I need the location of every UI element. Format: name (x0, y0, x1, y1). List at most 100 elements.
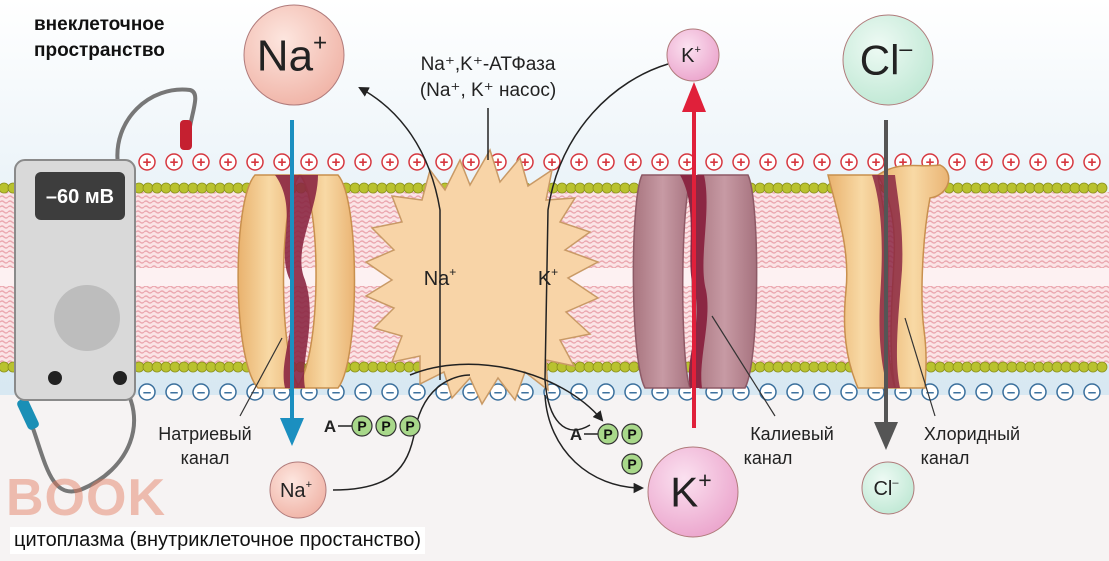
chloride-channel-label-line1: Хлоридный (924, 424, 1020, 444)
svg-text:+: + (278, 154, 287, 171)
svg-text:+: + (764, 154, 773, 171)
svg-text:+: + (575, 154, 584, 171)
svg-text:+: + (656, 154, 665, 171)
negative-charge: – (1029, 383, 1047, 401)
watermark-logo: BOOK (6, 470, 166, 526)
svg-text:K+: K+ (670, 467, 712, 516)
positive-charge: + (1083, 153, 1101, 171)
positive-charge: + (570, 153, 588, 171)
adp-adenosine: A (570, 425, 582, 444)
cl-ion-extracellular: Cl– (842, 14, 934, 106)
svg-text:+: + (1007, 154, 1016, 171)
k-ion-cytoplasm: K+ (647, 446, 739, 538)
inorganic-phosphate: P (621, 453, 643, 475)
svg-text:+: + (224, 154, 233, 171)
svg-text:–: – (872, 384, 880, 401)
potassium-efflux-arrow (682, 82, 706, 428)
cl-ion-extracellular-charge: – (899, 35, 912, 61)
negative-charge: – (1083, 383, 1101, 401)
positive-charge: + (867, 153, 885, 171)
negative-charge: – (624, 383, 642, 401)
svg-text:+: + (305, 154, 314, 171)
svg-text:–: – (818, 384, 826, 401)
svg-text:+: + (548, 154, 557, 171)
pump-site-k: K+ (538, 265, 558, 290)
negative-charge: – (408, 383, 426, 401)
positive-charge: + (165, 153, 183, 171)
svg-text:–: – (656, 384, 664, 401)
svg-text:+: + (602, 154, 611, 171)
svg-text:–: – (224, 384, 232, 401)
positive-charge: + (1002, 153, 1020, 171)
positive-charge: + (840, 153, 858, 171)
adp-phosphate-2: P (621, 423, 643, 445)
cl-ion-cytoplasm-charge: – (892, 477, 899, 489)
svg-text:P: P (627, 456, 636, 472)
svg-text:–: – (251, 384, 259, 401)
svg-text:+: + (980, 154, 989, 171)
svg-text:–: – (548, 384, 556, 401)
svg-text:P: P (603, 426, 612, 442)
svg-text:–: – (143, 384, 151, 401)
svg-text:+: + (197, 154, 206, 171)
extracellular-label-line2: пространство (34, 40, 165, 61)
svg-text:Na+: Na+ (280, 479, 312, 502)
positive-charge: + (435, 153, 453, 171)
positive-charge: + (597, 153, 615, 171)
positive-charge: + (705, 153, 723, 171)
positive-charge: + (651, 153, 669, 171)
svg-text:+: + (170, 154, 179, 171)
svg-text:+: + (791, 154, 800, 171)
potassium-channel-label-line2: канал (744, 448, 793, 468)
positive-charge: + (1029, 153, 1047, 171)
svg-text:+: + (413, 154, 422, 171)
svg-text:+: + (845, 154, 854, 171)
chloride-influx-arrow (874, 120, 898, 450)
svg-text:–: – (1034, 384, 1042, 401)
svg-text:–: – (440, 384, 448, 401)
svg-text:K+: K+ (681, 44, 701, 67)
svg-text:Na+: Na+ (257, 30, 327, 81)
negative-charge: – (948, 383, 966, 401)
pump-na-exit-path (358, 86, 441, 380)
k-ion-extracellular-symbol: K (681, 45, 695, 67)
negative-charge: – (138, 383, 156, 401)
negative-charge: – (813, 383, 831, 401)
svg-text:–: – (278, 384, 286, 401)
pump-k-entry-path (544, 394, 645, 494)
svg-text:–: – (710, 384, 718, 401)
atp-phosphate-2: P (375, 415, 397, 437)
svg-text:–: – (332, 384, 340, 401)
svg-text:Cl–: Cl– (873, 477, 899, 500)
svg-text:+: + (143, 154, 152, 171)
positive-charge: + (624, 153, 642, 171)
svg-text:–: – (1088, 384, 1096, 401)
svg-text:–: – (629, 384, 637, 401)
atp-phosphate-3: P (399, 415, 421, 437)
svg-text:–: – (953, 384, 961, 401)
pump-k-path (544, 63, 669, 431)
svg-text:–: – (467, 384, 475, 401)
positive-charge: + (327, 153, 345, 171)
potassium-channel-leader (711, 315, 776, 417)
svg-text:–: – (926, 384, 934, 401)
pump-site-na: Na+ (424, 265, 457, 290)
negative-charge: – (840, 383, 858, 401)
svg-text:–: – (575, 384, 583, 401)
negative-charge: – (192, 383, 210, 401)
chloride-channel-label-line2: канал (921, 448, 970, 468)
na-ion-cytoplasm: Na+ (269, 461, 327, 519)
cl-ion-cytoplasm-symbol: Cl (873, 478, 892, 500)
positive-charge: + (732, 153, 750, 171)
positive-charge: + (138, 153, 156, 171)
inner-lipid-heads (0, 361, 1108, 373)
sodium-channel-label-line2: канал (181, 448, 230, 468)
positive-charge: + (381, 153, 399, 171)
watermark-text: BOOK (6, 469, 166, 527)
potassium-channel-label-line1: Калиевый (750, 424, 834, 444)
svg-text:–: – (737, 384, 745, 401)
svg-text:P: P (381, 418, 390, 434)
positive-charge: + (354, 153, 372, 171)
